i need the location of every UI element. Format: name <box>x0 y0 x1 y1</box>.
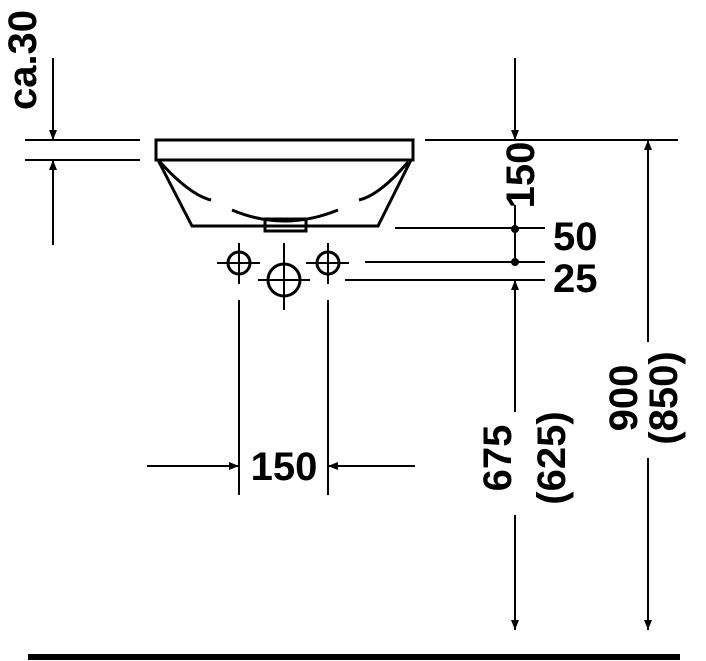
tap-hole-left <box>217 243 260 284</box>
basin-outline <box>154 138 415 233</box>
tap-spacing-label: 150 <box>251 445 318 489</box>
drain-dimension: 150 50 25 675 (625) <box>476 58 598 630</box>
drain-offset-label: 50 <box>553 215 598 259</box>
drain-height-label: 675 <box>476 425 520 492</box>
overflow-height-label: ca.30 <box>1 10 45 110</box>
drain-height-alt-label: (625) <box>530 411 574 504</box>
tap-spacing-dimension: 150 <box>147 300 415 495</box>
drain-hole <box>258 243 310 310</box>
rim-height-label: 900 <box>602 365 646 432</box>
tap-offset-label: 25 <box>553 257 598 301</box>
rim-height-dimension: 900 (850) <box>602 140 686 630</box>
basin-height-label: 150 <box>499 142 543 209</box>
tap-hole-right <box>306 243 349 284</box>
rim-height-alt-label: (850) <box>642 351 686 444</box>
overflow-dimension: ca.30 <box>1 10 140 245</box>
